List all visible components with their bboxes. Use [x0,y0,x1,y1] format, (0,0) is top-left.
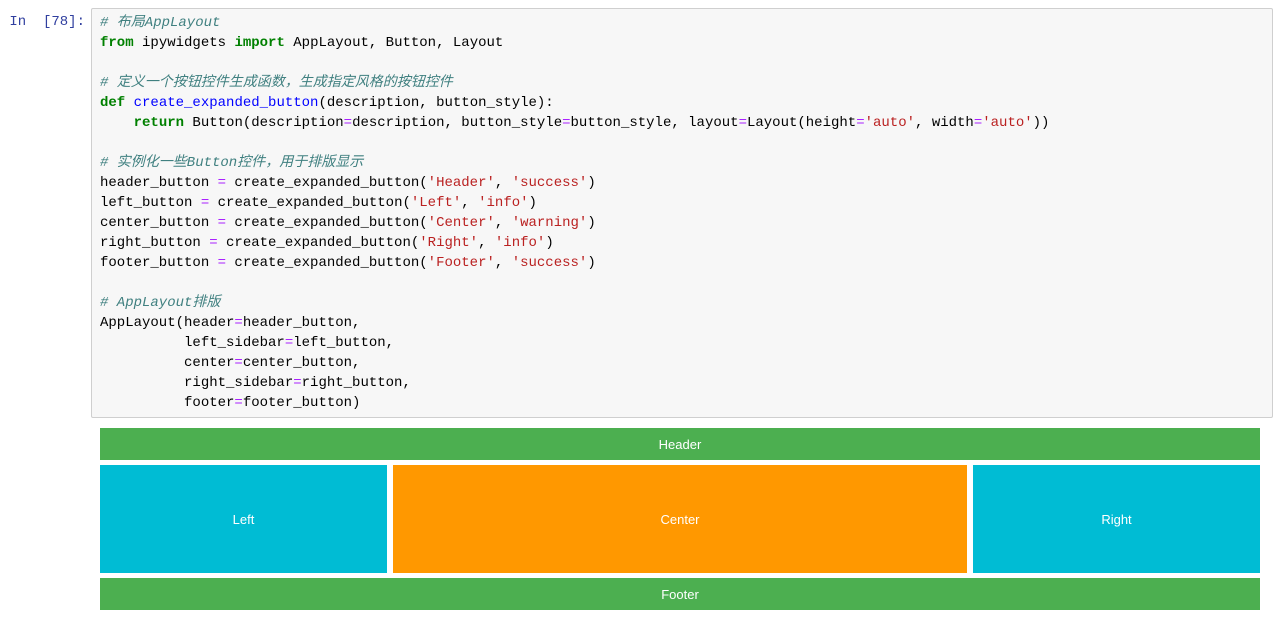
code-line [100,53,1264,73]
code-line: left_sidebar=left_button, [100,335,395,351]
code-line: return Button(description=description, b… [133,115,1050,131]
code-cell[interactable]: # 布局AppLayout from ipywidgets import AppL… [91,8,1273,418]
code-line: # AppLayout排版 [100,295,221,311]
code-line: right_sidebar=right_button, [100,375,411,391]
code-line: # 实例化一些Button控件，用于排版显示 [100,155,364,171]
left-sidebar-button[interactable]: Left [100,465,387,573]
code-line: center_button = create_expanded_button('… [100,215,596,231]
code-line: AppLayout(header=header_button, [100,315,361,331]
applayout-output: Header Left Center Right Footer [100,428,1260,610]
code-line: from ipywidgets import AppLayout, Button… [100,35,504,51]
code-line: left_button = create_expanded_button('Le… [100,195,537,211]
header-button[interactable]: Header [100,428,1260,460]
center-button[interactable]: Center [393,465,967,573]
code-line: header_button = create_expanded_button('… [100,175,596,191]
code-line: footer_button = create_expanded_button('… [100,255,596,271]
code-line: footer=footer_button) [100,395,361,411]
code-line: # 定义一个按钮控件生成函数，生成指定风格的按钮控件 [100,75,453,91]
right-sidebar-button[interactable]: Right [973,465,1260,573]
input-prompt: In [78]: [9,14,85,30]
code-line: def create_expanded_button(description, … [100,95,554,111]
footer-button[interactable]: Footer [100,578,1260,610]
code-line [100,273,1264,293]
code-editor[interactable]: # 布局AppLayout from ipywidgets import AppL… [100,13,1264,413]
code-line: # 布局AppLayout [100,15,221,31]
code-line [100,133,1264,153]
code-line: center=center_button, [100,355,361,371]
code-cell-row: In [78]: # 布局AppLayout from ipywidgets im… [9,8,1273,418]
code-line: right_button = create_expanded_button('R… [100,235,554,251]
